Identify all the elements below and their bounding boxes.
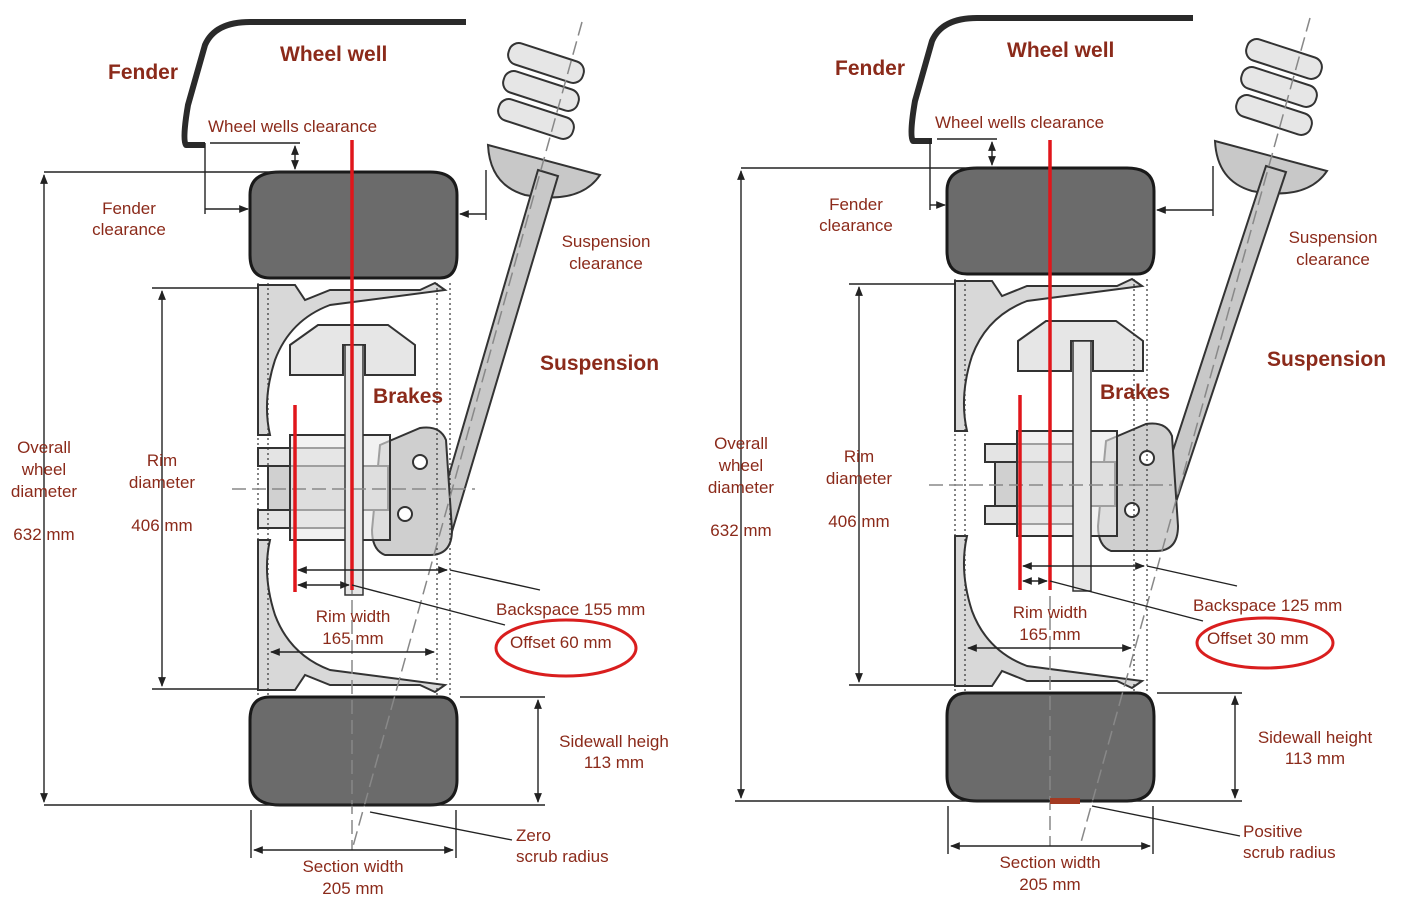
fender-outline [908, 15, 1193, 144]
brake-stem [1072, 340, 1092, 592]
left-panel-zero-scrub: Fender Wheel well Wheel wells clearance … [11, 19, 669, 898]
dimension-lines [735, 138, 1242, 854]
suspension-clearance-label: Suspension [1289, 228, 1378, 247]
brakes-title: Brakes [1100, 381, 1170, 404]
right-panel-positive-scrub: Fender Wheel well Wheel wells clearance … [708, 15, 1386, 894]
overall-diameter-label-3: diameter [708, 478, 774, 497]
rim-width-label: Rim width [1013, 603, 1088, 622]
offset-label: Offset 60 mm [510, 633, 612, 652]
scrub-radius-label-2: scrub radius [1243, 843, 1336, 862]
scrub-radius-label-2: scrub radius [516, 847, 609, 866]
overall-diameter-label-2: wheel [21, 460, 66, 479]
positive-scrub-bar [1050, 798, 1080, 804]
brake-stem [344, 344, 364, 596]
suspension-title: Suspension [1267, 348, 1386, 371]
wheel-well-title: Wheel well [1007, 39, 1114, 62]
overall-diameter-label-2: wheel [718, 456, 763, 475]
wheel-well-title: Wheel well [280, 43, 387, 66]
rim-diameter-label-2: diameter [826, 469, 892, 488]
offset-label: Offset 30 mm [1207, 629, 1309, 648]
sidewall-value: 113 mm [584, 753, 644, 772]
section-width-label: Section width [302, 857, 403, 876]
rim-width-label: Rim width [316, 607, 391, 626]
fender-outline [181, 19, 466, 148]
dimension-lines [40, 142, 545, 858]
fender-clearance-label-2: clearance [819, 216, 893, 235]
brakes-title: Brakes [373, 385, 443, 408]
section-width-value: 205 mm [322, 879, 383, 898]
fender-title: Fender [108, 61, 178, 84]
fender-clearance-label-2: clearance [92, 220, 166, 239]
rim-diameter-label: Rim [844, 447, 874, 466]
offset-highlight-circle [1195, 616, 1335, 670]
overall-diameter-label: Overall [17, 438, 71, 457]
steering-axis-line [351, 21, 583, 851]
suspension-clearance-label-2: clearance [1296, 250, 1370, 269]
rim-diameter-value: 406 mm [828, 512, 889, 531]
rim-diameter-label: Rim [147, 451, 177, 470]
section-width-label: Section width [999, 853, 1100, 872]
scrub-radius-label: Positive [1243, 822, 1303, 841]
scrub-radius-label: Zero [516, 826, 551, 845]
fender-clearance-label: Fender [829, 195, 883, 214]
suspension-strut [370, 42, 602, 556]
brake-caliper [289, 324, 416, 376]
rim-width-value: 165 mm [322, 629, 383, 648]
overall-diameter-value: 632 mm [710, 521, 771, 540]
overall-diameter-label: Overall [714, 434, 768, 453]
rim-width-value: 165 mm [1019, 625, 1080, 644]
suspension-strut [1096, 38, 1329, 552]
section-width-value: 205 mm [1019, 875, 1080, 894]
offset-highlight-circle [494, 618, 638, 678]
overall-diameter-value: 632 mm [13, 525, 74, 544]
rim [954, 277, 1145, 690]
steering-axis-line [1079, 17, 1311, 847]
wheel-wells-clearance-label: Wheel wells clearance [935, 113, 1104, 132]
sidewall-label: Sidewall heigh [559, 732, 669, 751]
tire [248, 170, 459, 807]
wheel-wells-clearance-label: Wheel wells clearance [208, 117, 377, 136]
rim-width-guides [954, 279, 1148, 693]
backspace-label: Backspace 125 mm [1193, 596, 1342, 615]
sidewall-label: Sidewall height [1258, 728, 1373, 747]
rim-diameter-value: 406 mm [131, 516, 192, 535]
sidewall-value: 113 mm [1285, 749, 1345, 768]
rim-diameter-label-2: diameter [129, 473, 195, 492]
suspension-clearance-label-2: clearance [569, 254, 643, 273]
fender-clearance-label: Fender [102, 199, 156, 218]
fender-title: Fender [835, 57, 905, 80]
overall-diameter-label-3: diameter [11, 482, 77, 501]
suspension-clearance-label: Suspension [562, 232, 651, 251]
rim-width-guides [257, 283, 451, 697]
rim [257, 281, 448, 694]
suspension-title: Suspension [540, 352, 659, 375]
backspace-label: Backspace 155 mm [496, 600, 645, 619]
